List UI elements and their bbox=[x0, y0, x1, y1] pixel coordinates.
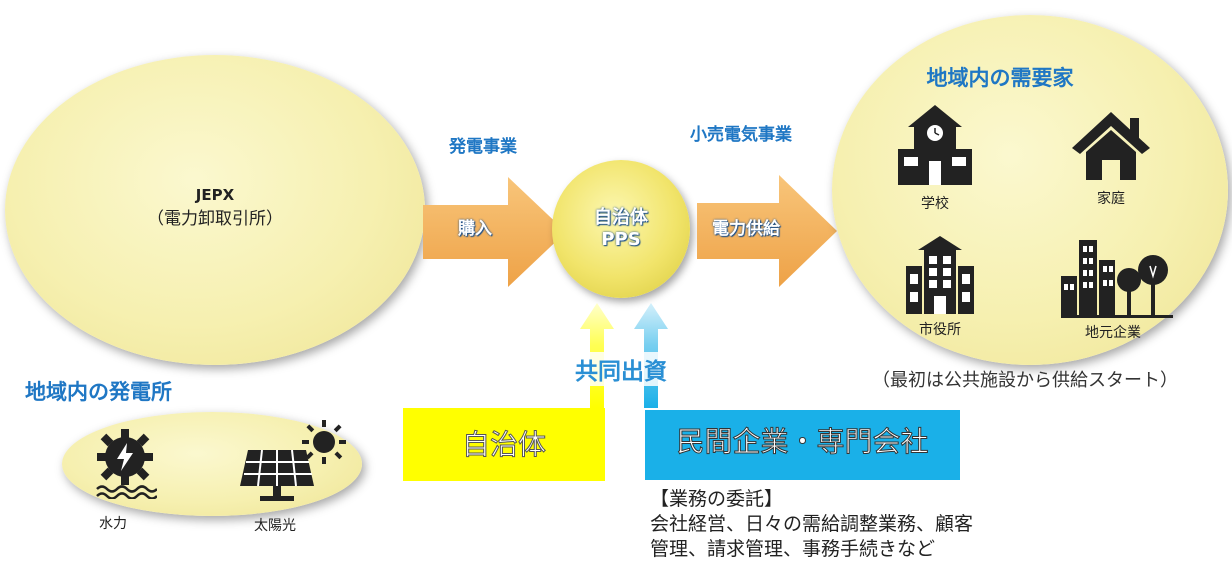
demand-note: （最初は公共施設から供給スタート） bbox=[872, 370, 1178, 391]
outsourcing-text: 【業務の委託】 会社経営、日々の需給調整業務、顧客 管理、請求管理、事務手続きな… bbox=[650, 487, 973, 562]
purchase-arrow bbox=[423, 177, 566, 287]
solar-power-icon bbox=[240, 420, 346, 501]
municipality-box bbox=[403, 408, 605, 481]
jepx-ellipse bbox=[5, 55, 425, 365]
house-icon bbox=[1072, 112, 1150, 180]
supply-arrow bbox=[697, 175, 837, 287]
purchase-label: 購入 bbox=[458, 219, 492, 239]
municipality-box-label: 自治体 bbox=[461, 428, 546, 462]
school-icon bbox=[898, 105, 972, 185]
municipal-pps-circle bbox=[552, 160, 690, 298]
local-business-label: 地元企業 bbox=[1085, 325, 1141, 341]
pps-line-1: 自治体 bbox=[594, 207, 648, 228]
municipal-pps-label: 自治体 PPS bbox=[552, 207, 690, 251]
plants-title: 地域内の発電所 bbox=[25, 380, 172, 404]
hydro-power-icon bbox=[96, 429, 157, 499]
outsourcing-line-2: 管理、請求管理、事務手続きなど bbox=[650, 538, 936, 560]
private-company-box bbox=[645, 410, 960, 480]
outsourcing-line-1: 会社経営、日々の需給調整業務、顧客 bbox=[650, 513, 974, 535]
retail-electricity-title: 小売電気事業 bbox=[690, 125, 792, 145]
demand-title: 地域内の需要家 bbox=[926, 66, 1074, 90]
city-hall-icon bbox=[906, 236, 974, 314]
house-label: 家庭 bbox=[1097, 191, 1125, 207]
pps-line-2: PPS bbox=[601, 229, 641, 250]
local-business-icon bbox=[1061, 240, 1173, 318]
power-generation-title: 発電事業 bbox=[449, 137, 517, 157]
solar-label: 太陽光 bbox=[254, 518, 296, 534]
supply-label: 電力供給 bbox=[712, 219, 780, 239]
joint-investment-label: 共同出資 bbox=[573, 352, 669, 386]
jepx-full-name: （電力卸取引所） bbox=[147, 209, 283, 229]
school-label: 学校 bbox=[921, 196, 949, 212]
city-hall-label: 市役所 bbox=[919, 322, 961, 338]
private-company-box-label: 民間企業・専門会社 bbox=[676, 425, 929, 459]
hydro-label: 水力 bbox=[99, 516, 127, 532]
jepx-label: JEPX （電力卸取引所） bbox=[5, 183, 425, 231]
demand-ellipse bbox=[832, 15, 1228, 365]
jepx-name: JEPX bbox=[195, 186, 235, 204]
outsourcing-heading: 【業務の委託】 bbox=[650, 488, 784, 510]
